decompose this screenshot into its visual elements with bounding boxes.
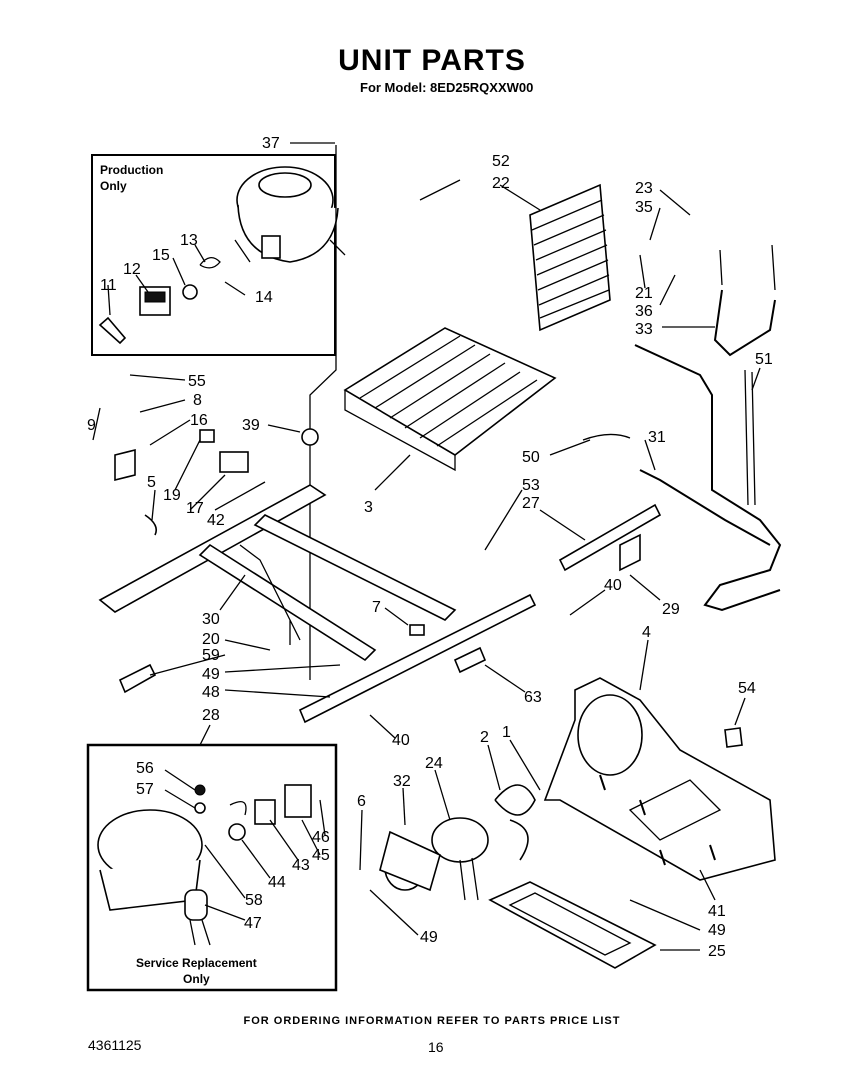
clip-50 — [582, 433, 631, 441]
callout-14: 14 — [255, 289, 273, 306]
callout-27: 27 — [522, 495, 540, 512]
drier-27 — [558, 503, 662, 572]
callout-43: 43 — [292, 857, 310, 874]
callout-49b: 49 — [420, 929, 438, 946]
callout-23: 23 — [635, 180, 653, 197]
service-replacement-box — [86, 743, 338, 992]
document-number: 4361125 — [88, 1037, 142, 1053]
part-19 — [114, 448, 136, 482]
callout-24: 24 — [425, 755, 443, 772]
drier-33 — [713, 289, 776, 357]
grommet-39 — [301, 428, 319, 446]
callout-59: 59 — [202, 647, 220, 664]
callout-numbers: 37 52 22 23 35 21 36 33 51 13 15 12 11 1… — [87, 135, 773, 960]
callout-17: 17 — [186, 500, 204, 517]
compressor-production — [234, 166, 346, 263]
callout-53: 53 — [522, 477, 540, 494]
machine-base — [543, 677, 776, 881]
callout-13: 13 — [180, 232, 198, 249]
callout-7: 7 — [372, 599, 381, 616]
grommet-15 — [182, 284, 198, 300]
callout-42: 42 — [207, 512, 225, 529]
callout-51: 51 — [755, 351, 773, 368]
part-17 — [219, 451, 249, 473]
callout-9: 9 — [87, 417, 96, 434]
callout-54: 54 — [738, 680, 756, 697]
callout-52: 52 — [492, 153, 510, 170]
callout-45: 45 — [312, 847, 330, 864]
ordering-note: FOR ORDERING INFORMATION REFER TO PARTS … — [243, 1015, 621, 1027]
callout-3: 3 — [364, 499, 373, 516]
callout-50: 50 — [522, 449, 540, 466]
production-only-label: Production Only — [100, 163, 164, 193]
leader-lines — [92, 142, 761, 951]
callout-47: 47 — [244, 915, 262, 932]
nut-54 — [724, 727, 743, 748]
callout-40b: 40 — [392, 732, 410, 749]
drain-pan — [488, 881, 657, 969]
callout-29: 29 — [662, 601, 680, 618]
callout-49c: 49 — [708, 922, 726, 939]
callout-39: 39 — [242, 417, 260, 434]
callout-19: 19 — [163, 487, 181, 504]
callout-37: 37 — [262, 135, 280, 152]
callout-8: 8 — [193, 392, 202, 409]
callout-15: 15 — [152, 247, 170, 264]
callout-58: 58 — [245, 892, 263, 909]
service-replacement-label: Service Replacement Only — [136, 956, 257, 986]
callout-21: 21 — [635, 285, 653, 302]
bushing-63 — [453, 646, 487, 674]
relay-parts-service — [194, 784, 312, 841]
callout-22: 22 — [492, 175, 510, 192]
callout-20: 20 — [202, 631, 220, 648]
spring-59 — [118, 663, 157, 694]
callout-16: 16 — [190, 412, 208, 429]
callout-32: 32 — [393, 773, 411, 790]
page-title: UNIT PARTS — [338, 44, 526, 77]
callout-33: 33 — [635, 321, 653, 338]
condenser-coil — [529, 183, 611, 332]
callout-56: 56 — [136, 760, 154, 777]
part-16 — [199, 429, 215, 443]
page-number: 16 — [428, 1039, 444, 1055]
callout-5: 5 — [147, 474, 156, 491]
callout-49: 49 — [202, 666, 220, 683]
overload-relay-12 — [139, 286, 171, 316]
callout-40: 40 — [604, 577, 622, 594]
frame-rails — [98, 484, 537, 724]
callout-35: 35 — [635, 199, 653, 216]
callout-57: 57 — [136, 781, 154, 798]
callout-1: 1 — [502, 724, 511, 741]
callout-55: 55 — [188, 373, 206, 390]
fan-motor — [379, 784, 536, 901]
compressor-service — [97, 809, 211, 946]
tube-31 — [634, 344, 782, 612]
callout-12: 12 — [123, 261, 141, 278]
production-only-box — [91, 154, 336, 356]
callout-28: 28 — [202, 707, 220, 724]
clip-13 — [199, 257, 221, 269]
callout-44: 44 — [268, 874, 286, 891]
callout-4: 4 — [642, 624, 651, 641]
callout-11: 11 — [100, 277, 117, 294]
callout-41: 41 — [708, 903, 726, 920]
model-subtitle: For Model: 8ED25RQXXW00 — [360, 80, 534, 95]
callout-6: 6 — [357, 793, 366, 810]
callout-25: 25 — [708, 943, 726, 960]
bracket-11 — [98, 316, 127, 345]
evaporator-coil — [343, 327, 557, 472]
clip-5 — [144, 514, 158, 536]
tube-51 — [744, 369, 756, 506]
callout-46: 46 — [312, 829, 330, 846]
callout-2: 2 — [480, 729, 489, 746]
callout-36: 36 — [635, 303, 653, 320]
callout-30: 30 — [202, 611, 220, 628]
callout-48: 48 — [202, 684, 220, 701]
callout-31: 31 — [648, 429, 666, 446]
clip-7 — [409, 624, 425, 636]
callout-63: 63 — [524, 689, 542, 706]
